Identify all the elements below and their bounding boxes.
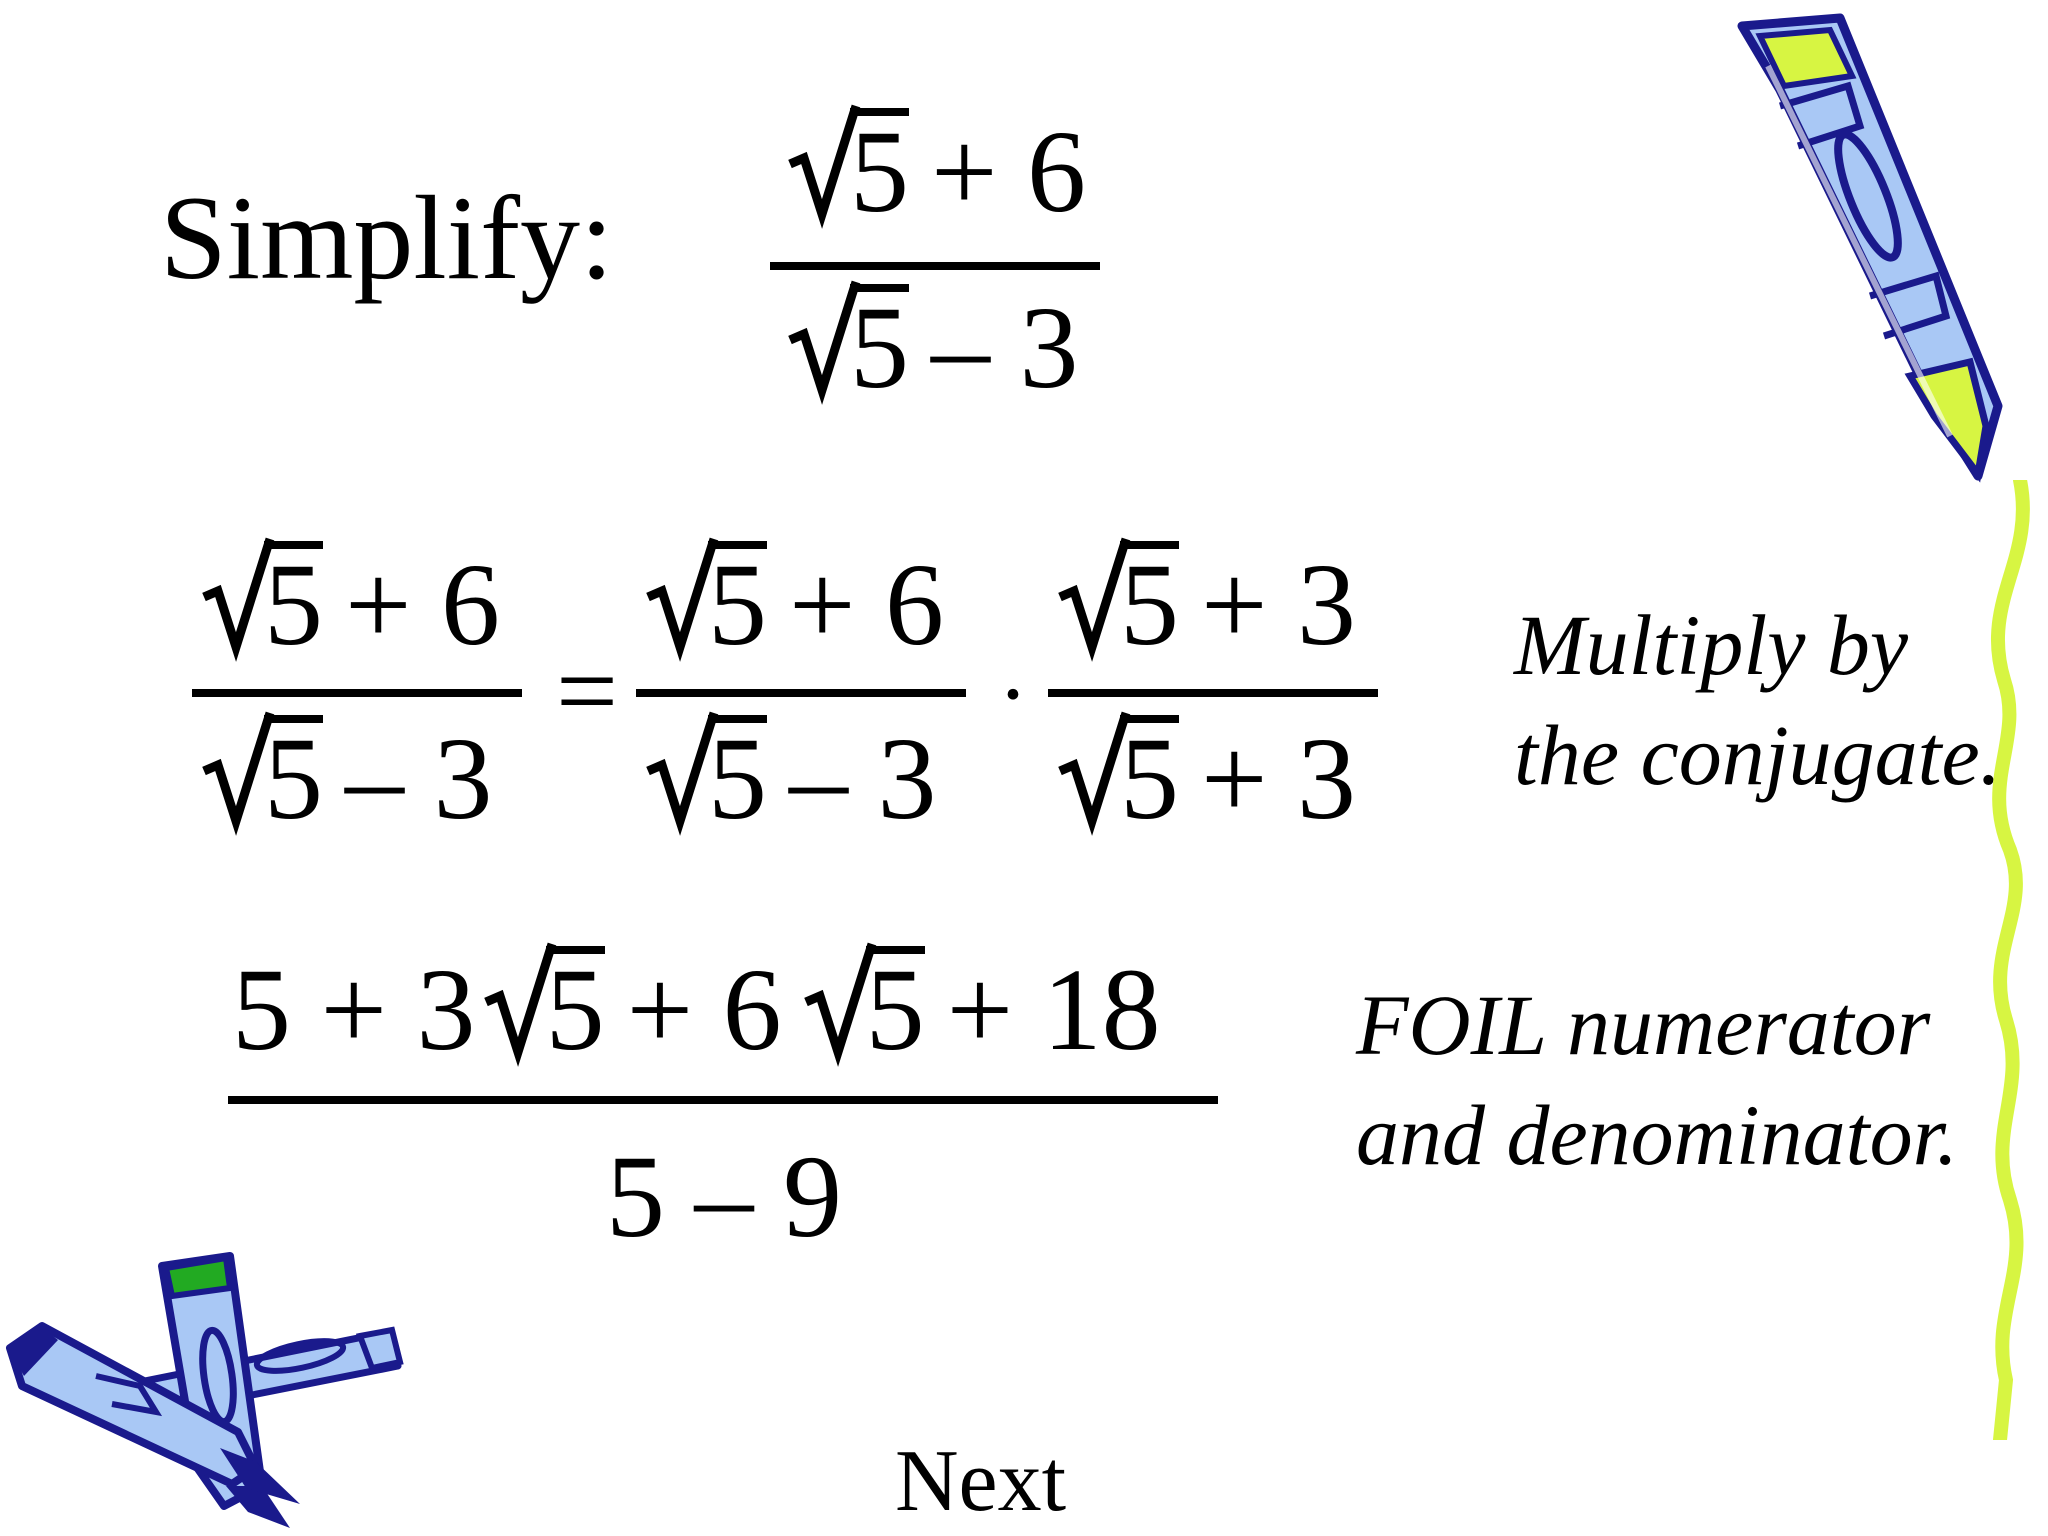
radical-sign-icon xyxy=(788,104,861,229)
step1-mid-fraction: 5 + 6 5 – 3 xyxy=(636,525,966,845)
num-term-1: 5 + 3 xyxy=(232,944,476,1075)
sqrt-5: 5 xyxy=(788,104,909,231)
note-multiply-conjugate: Multiply by the conjugate. xyxy=(1514,590,2001,810)
sqrt-5: 5 xyxy=(646,711,767,838)
radical-sign-icon xyxy=(202,537,275,662)
step1-mid-numerator: 5 + 6 xyxy=(646,537,966,664)
step1-lhs-fraction: 5 + 6 5 – 3 xyxy=(192,525,522,845)
radical-sign-icon xyxy=(646,537,719,662)
step1-lhs-denominator: 5 – 3 xyxy=(202,711,515,838)
step2-fraction: 5 + 3 5 + 6 5 + 18 5 – 9 xyxy=(228,920,1218,1260)
step1-conjugate-fraction: 5 + 3 5 + 3 xyxy=(1048,525,1378,845)
num-term-3: + 18 xyxy=(946,944,1161,1075)
radical-sign-icon xyxy=(1058,711,1131,836)
radical-sign-icon xyxy=(788,280,861,405)
num-term-2: + 6 xyxy=(626,944,782,1075)
problem-numerator: 5 + 6 xyxy=(788,104,1108,231)
note-line-1: Multiply by xyxy=(1514,597,1909,693)
sqrt-5: 5 xyxy=(788,280,909,407)
step1-conj-denominator: 5 + 3 xyxy=(1058,711,1378,838)
sqrt-5: 5 xyxy=(483,942,605,1069)
crayon-top-right-icon xyxy=(1737,13,2003,483)
next-link[interactable]: Next xyxy=(895,1433,1067,1530)
radical-sign-icon xyxy=(1058,537,1131,662)
step1-conj-numerator: 5 + 3 xyxy=(1058,537,1378,664)
sqrt-5: 5 xyxy=(803,942,925,1069)
note-line-2: and denominator. xyxy=(1356,1087,1958,1184)
note-foil: FOIL numerator and denominator. xyxy=(1356,970,1958,1190)
fraction-bar xyxy=(192,689,522,697)
sqrt-5: 5 xyxy=(1058,537,1179,664)
fraction-bar xyxy=(1048,689,1378,697)
problem-fraction: 5 + 6 5 – 3 xyxy=(770,98,1100,418)
step1-mid-denominator: 5 – 3 xyxy=(646,711,959,838)
fraction-bar xyxy=(770,262,1100,270)
sqrt-5: 5 xyxy=(646,537,767,664)
equals-sign: = xyxy=(556,630,619,752)
note-line-2: the conjugate. xyxy=(1514,707,2002,804)
problem-denominator: 5 – 3 xyxy=(788,280,1101,407)
radical-sign-icon xyxy=(646,711,719,836)
radical-sign-icon xyxy=(803,942,876,1067)
step1-lhs-numerator: 5 + 6 xyxy=(202,537,522,664)
sqrt-5: 5 xyxy=(1058,711,1179,838)
radical-sign-icon xyxy=(202,711,275,836)
simplify-label: Simplify: xyxy=(160,171,614,304)
squiggle-line-icon xyxy=(1990,480,2030,1440)
multiply-dot: · xyxy=(998,645,1028,744)
sqrt-5: 5 xyxy=(202,711,323,838)
crayon-pile-bottom-left-icon xyxy=(6,1252,404,1528)
fraction-bar xyxy=(228,1096,1218,1104)
note-line-1: FOIL numerator xyxy=(1356,977,1931,1073)
step2-numerator: 5 + 3 5 + 6 5 + 18 xyxy=(232,942,1183,1075)
radical-sign-icon xyxy=(483,942,556,1067)
step2-denominator: 5 – 9 xyxy=(606,1131,842,1262)
sqrt-5: 5 xyxy=(202,537,323,664)
fraction-bar xyxy=(636,689,966,697)
